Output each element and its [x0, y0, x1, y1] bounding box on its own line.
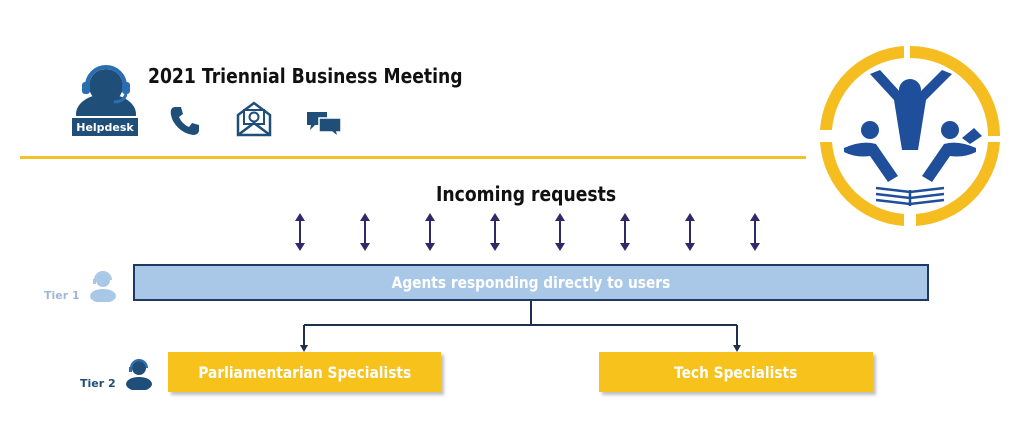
parliamentarian-specialists-text: Parliamentarian Specialists: [198, 362, 411, 382]
phone-icon: [168, 104, 202, 138]
email-icon: [235, 100, 273, 138]
tech-specialists-box: Tech Specialists: [599, 352, 873, 392]
chat-icon: [305, 110, 343, 139]
tier1-label: Tier 1: [44, 289, 80, 302]
incoming-requests-label: Incoming requests: [436, 182, 617, 206]
tier1-agents-box: Agents responding directly to users: [133, 264, 929, 301]
header-divider: [20, 156, 806, 159]
tier2-label: Tier 2: [80, 377, 116, 390]
bidirectional-arrow-icon: [554, 212, 566, 252]
tier1-person-icon: [88, 268, 118, 303]
bidirectional-arrow-icon: [749, 212, 761, 252]
bidirectional-arrow-icon: [424, 212, 436, 252]
bidirectional-arrow-icon: [489, 212, 501, 252]
helpdesk-badge: Helpdesk: [70, 116, 140, 138]
bidirectional-arrow-icon: [359, 212, 371, 252]
incoming-arrows: [294, 212, 761, 252]
bidirectional-arrow-icon: [294, 212, 306, 252]
page-title: 2021 Triennial Business Meeting: [148, 64, 463, 88]
tier1-box-text: Agents responding directly to users: [391, 273, 671, 292]
tech-specialists-text: Tech Specialists: [674, 362, 798, 382]
parliamentarian-specialists-box: Parliamentarian Specialists: [168, 352, 441, 392]
bidirectional-arrow-icon: [684, 212, 696, 252]
helpdesk-label: Helpdesk: [76, 120, 134, 134]
organization-logo: [814, 40, 1006, 232]
tier2-person-icon: [124, 356, 154, 391]
bidirectional-arrow-icon: [619, 212, 631, 252]
tier-connectors: [300, 301, 741, 352]
